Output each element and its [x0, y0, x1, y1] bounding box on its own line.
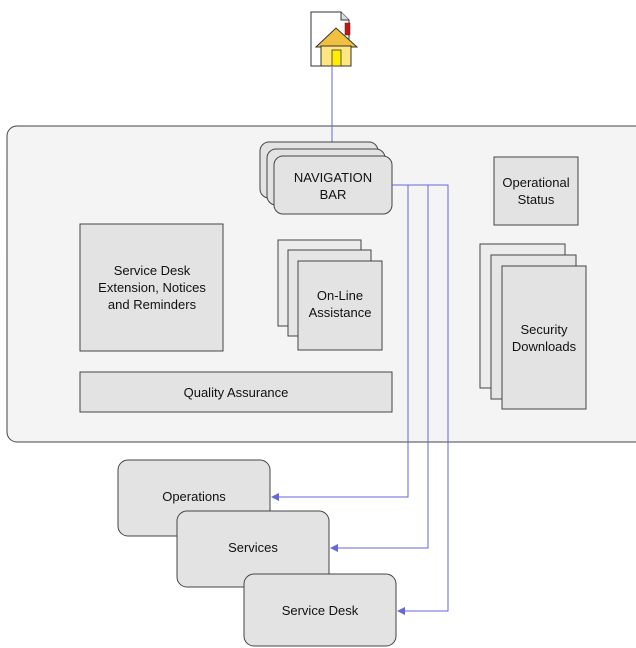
connector-navigation-to-service-desk: [392, 184, 449, 615]
quality-assurance-label: Quality Assurance: [184, 385, 289, 400]
online-assistance-node[interactable]: On-Line Assistance: [277, 239, 383, 351]
operational-status-label-line-1: Operational: [502, 175, 569, 190]
online-assistance-label-line-2: Assistance: [309, 305, 372, 320]
operational-status-label-line-2: Status: [518, 192, 555, 207]
home-page-icon[interactable]: [310, 11, 359, 67]
online-assistance-label-line-1: On-Line: [317, 288, 363, 303]
quality-assurance-node[interactable]: Quality Assurance: [79, 371, 393, 413]
services-label: Services: [228, 540, 278, 555]
service-desk-extension-label-line-1: Service Desk: [114, 263, 191, 278]
navigation-bar-label-line-2: BAR: [320, 187, 347, 202]
security-downloads-label-line-2: Downloads: [512, 339, 577, 354]
service-desk-label: Service Desk: [282, 603, 359, 618]
security-downloads-label-line-1: Security: [521, 322, 568, 337]
service-desk-extension-node[interactable]: Service Desk Extension, Notices and Remi…: [79, 223, 224, 352]
service-desk-extension-label-line-3: and Reminders: [108, 297, 197, 312]
security-downloads-node[interactable]: Security Downloads: [479, 243, 587, 410]
service-desk-node[interactable]: Service Desk: [243, 573, 397, 647]
navigation-bar-node[interactable]: NAVIGATION BAR: [259, 141, 393, 215]
operational-status-node[interactable]: Operational Status: [493, 156, 579, 226]
services-node[interactable]: Services: [176, 510, 330, 588]
navigation-bar-label-line-1: NAVIGATION: [294, 170, 372, 185]
operations-label: Operations: [162, 489, 226, 504]
service-desk-extension-label-line-2: Extension, Notices: [98, 280, 206, 295]
